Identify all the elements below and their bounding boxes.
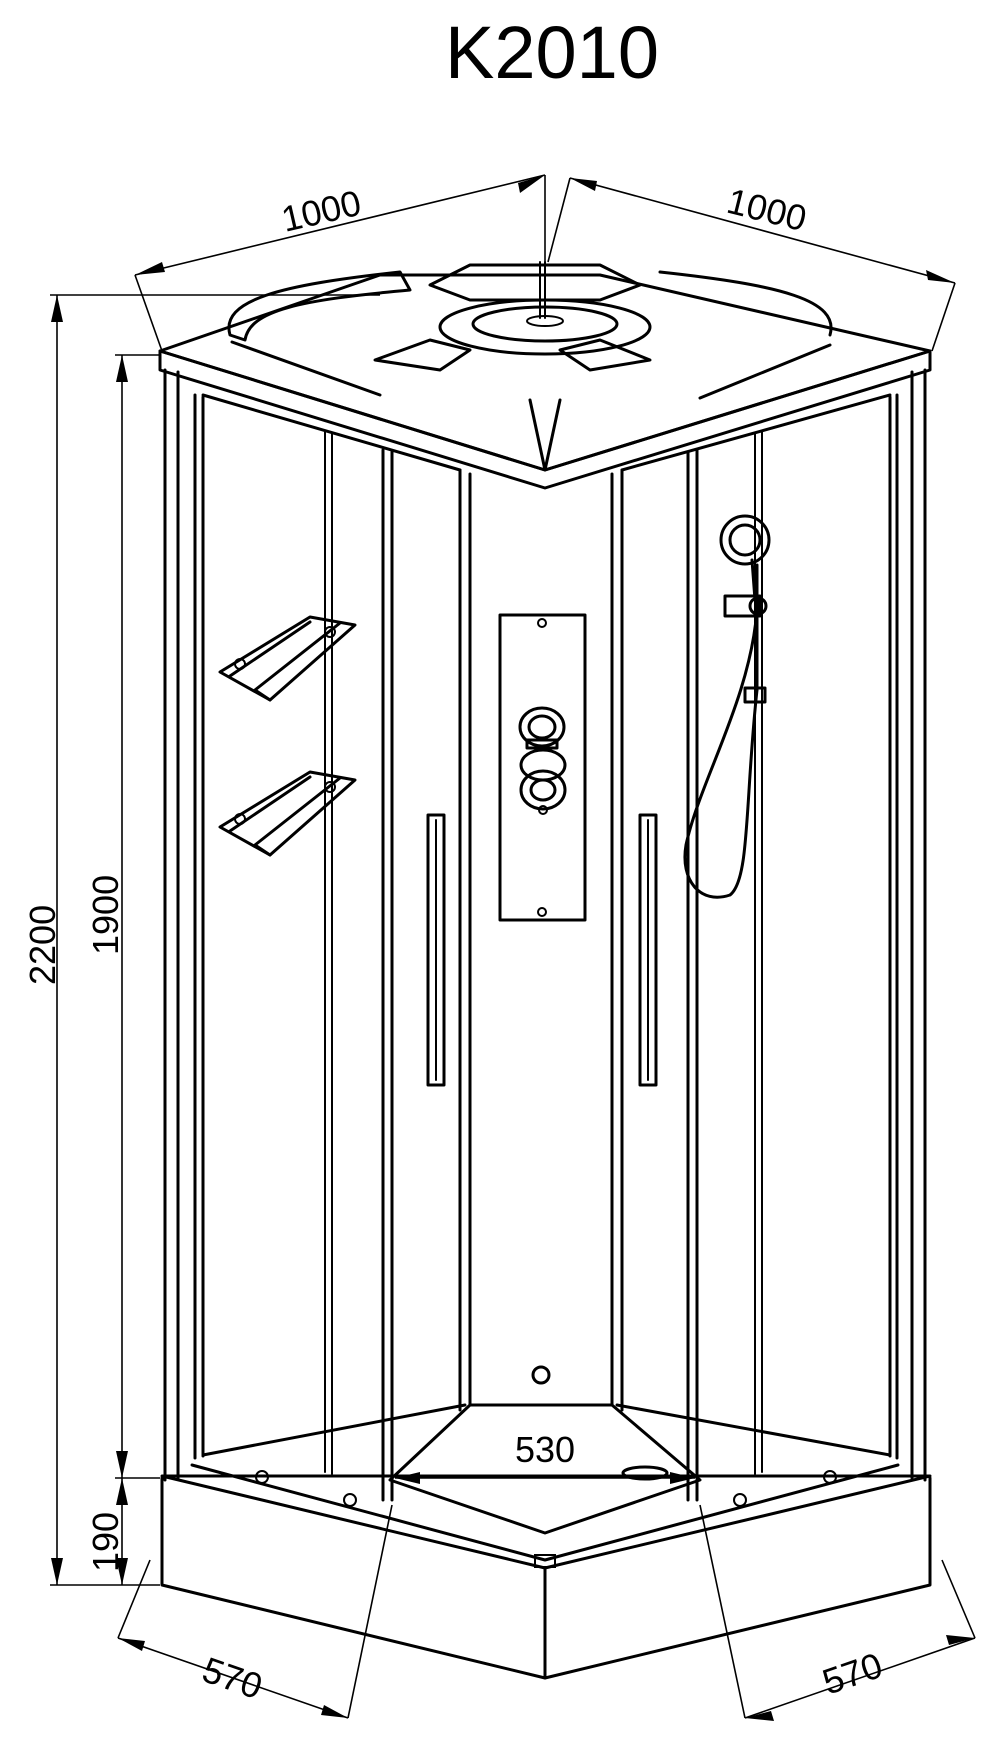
dimension-top-right: 1000 [547,177,956,352]
dim-tray-height: 190 [85,1512,126,1572]
roof-canopy [158,261,932,490]
dim-cabin-height: 1900 [85,875,126,955]
right-door-handle [638,813,658,1087]
dim-front-opening: 530 [515,1429,575,1470]
shelf-upper [218,615,357,702]
shower-tray [160,1403,932,1680]
cabin-frame [163,368,927,1502]
dimension-tray-height: 190 [85,1478,128,1585]
control-panel [498,613,587,922]
dim-top-left-width: 1000 [278,182,365,240]
left-door-handle [426,813,446,1087]
dimension-front-opening: 530 [395,1429,695,1484]
dim-bottom-right-width: 570 [817,1644,887,1702]
dimension-bottom-left: 570 [117,1504,393,1719]
dimension-cabin-height: 1900 [85,354,160,1479]
hand-shower [683,514,771,899]
shelf-lower [218,770,357,857]
dim-bottom-left-width: 570 [197,1649,267,1707]
model-title: K2010 [445,11,659,94]
dim-total-height: 2200 [22,905,63,985]
back-wall-jet [531,1365,551,1385]
dimension-total-height: 2200 [22,294,380,1586]
dimension-bottom-right: 570 [699,1504,976,1721]
dim-top-right-width: 1000 [723,180,811,239]
dimension-top-left: 1000 [134,174,546,352]
